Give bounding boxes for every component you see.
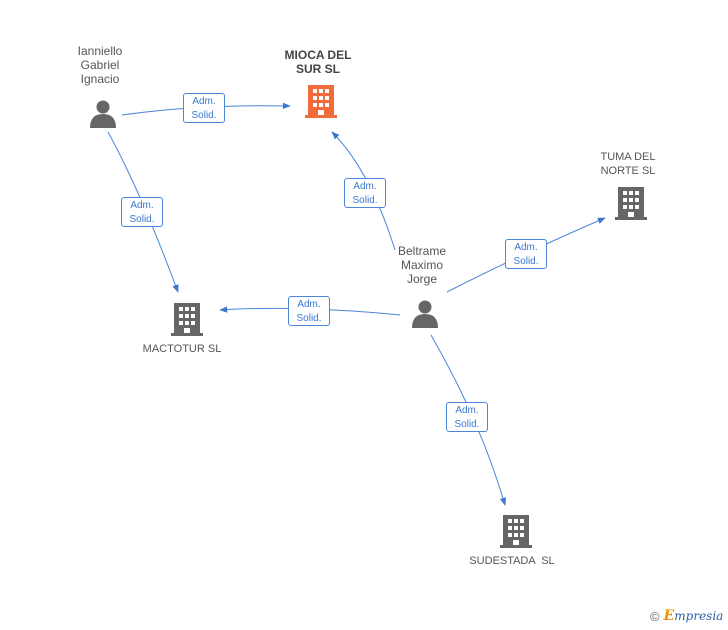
person-icon[interactable] bbox=[410, 298, 440, 328]
copyright-icon: © bbox=[650, 608, 660, 624]
edge-label-beltrame-mactotur: Adm.Solid. bbox=[288, 296, 330, 326]
edge-label-beltrame-sudestada: Adm.Solid. bbox=[446, 402, 488, 432]
company-label-mactotur[interactable]: MACTOTUR SL bbox=[142, 343, 222, 355]
company-label-mioca[interactable]: MIOCA DEL SUR SL bbox=[284, 48, 352, 76]
person-label-beltrame[interactable]: Beltrame Maximo Jorge bbox=[397, 244, 447, 286]
edge-label-ianniello-mioca: Adm.Solid. bbox=[183, 93, 225, 123]
building-icon[interactable] bbox=[171, 302, 203, 336]
edge-label-beltrame-mioca: Adm.Solid. bbox=[344, 178, 386, 208]
building-icon[interactable] bbox=[305, 84, 337, 118]
person-icon[interactable] bbox=[88, 98, 118, 128]
empresia-watermark: © Empresia bbox=[650, 606, 723, 626]
edge-label-beltrame-tuma: Adm.Solid. bbox=[505, 239, 547, 269]
edge-label-ianniello-mactotur: Adm.Solid. bbox=[121, 197, 163, 227]
company-label-tuma[interactable]: TUMA DEL NORTE SL bbox=[600, 151, 656, 177]
company-label-sudestada[interactable]: SUDESTADA SL bbox=[469, 555, 555, 567]
building-icon[interactable] bbox=[615, 186, 647, 220]
building-icon[interactable] bbox=[500, 514, 532, 548]
brand-logo: Empresia bbox=[663, 608, 724, 624]
person-label-ianniello[interactable]: Ianniello Gabriel Ignacio bbox=[77, 44, 123, 86]
